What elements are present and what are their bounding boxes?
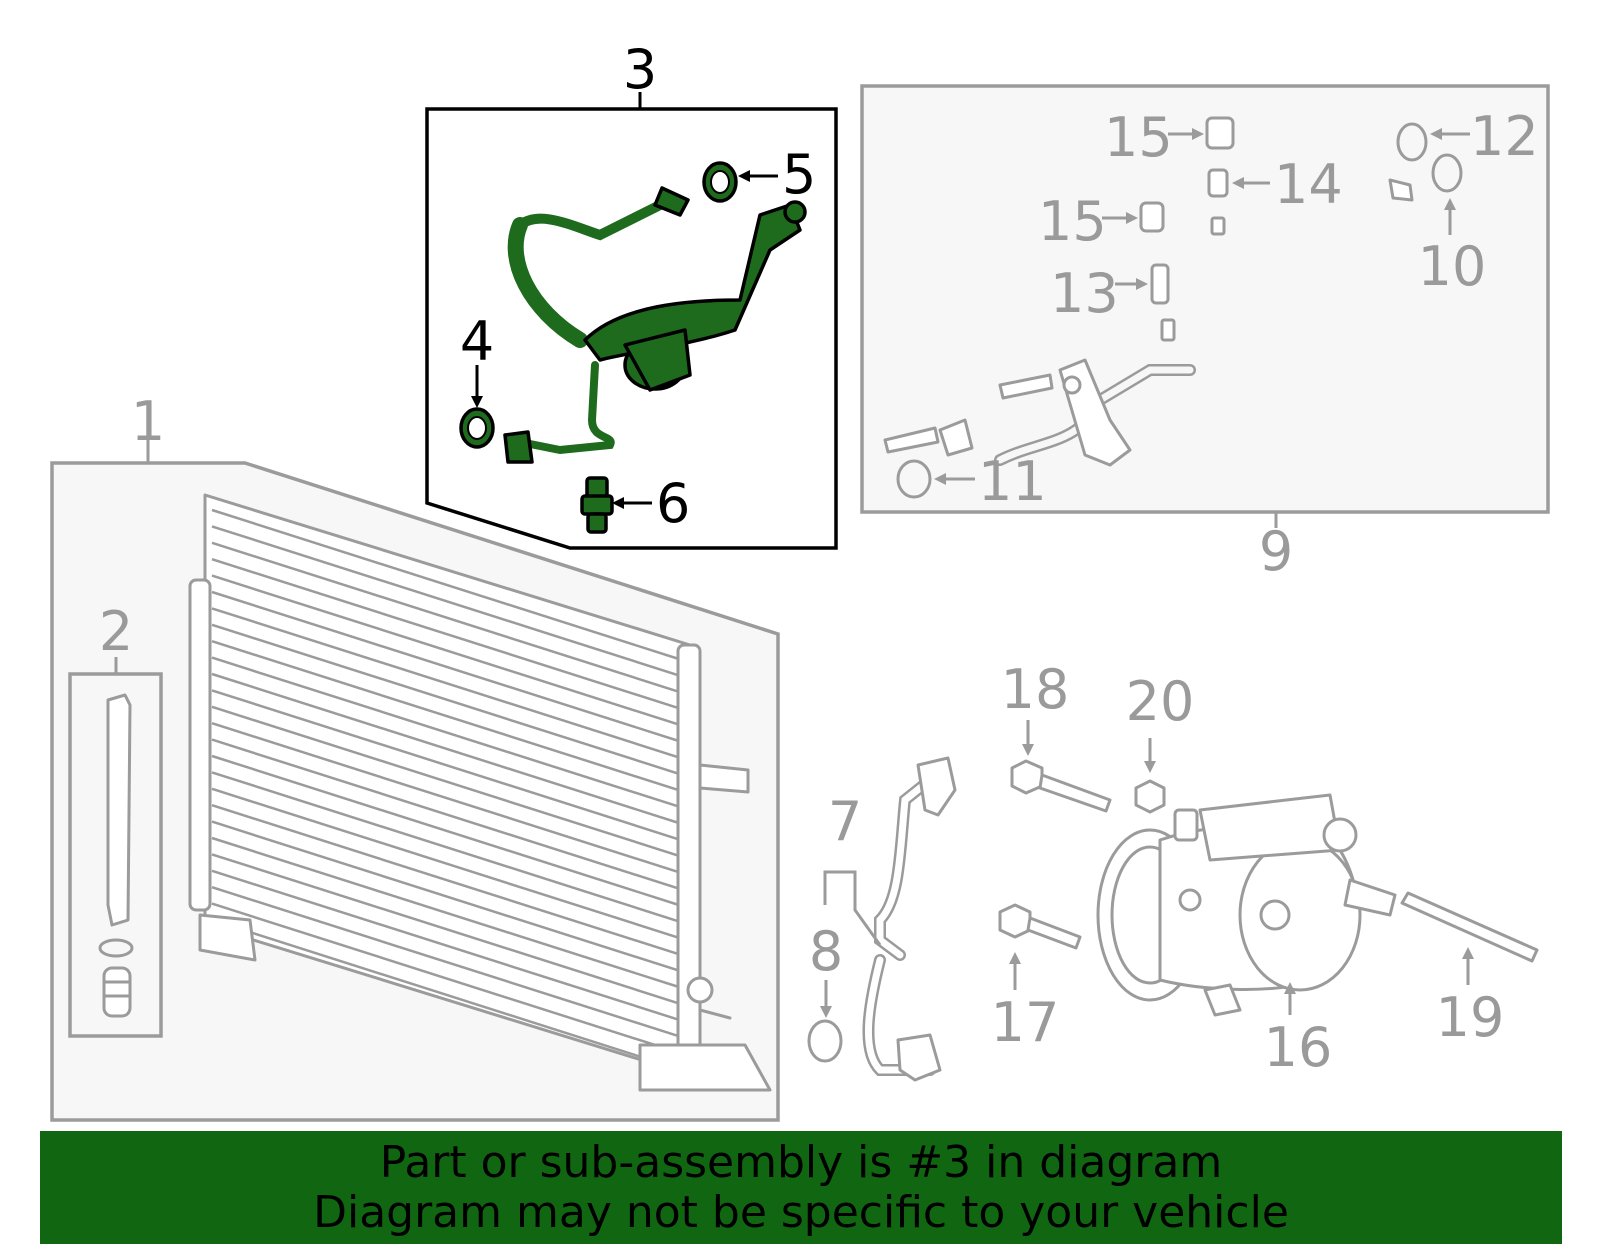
hose-assembly-group: 3 5 4: [425, 38, 838, 550]
callout-1[interactable]: 1: [131, 390, 165, 453]
callout-10[interactable]: 10: [1418, 235, 1487, 298]
cap-15b[interactable]: [1139, 201, 1165, 233]
condenser-fin: [211, 607, 683, 760]
compressor-group: 16 17 18 20 19: [991, 658, 1539, 1079]
condenser-fin: [211, 820, 683, 973]
callout-2[interactable]: 2: [99, 600, 133, 663]
condenser-fin: [211, 754, 683, 908]
condenser-fin: [211, 853, 683, 1006]
condenser-fin: [211, 722, 683, 875]
o-ring-12[interactable]: [1396, 122, 1428, 162]
callout-17[interactable]: 17: [991, 991, 1060, 1054]
callout-14[interactable]: 14: [1274, 153, 1343, 216]
callout-3[interactable]: 3: [623, 38, 657, 101]
bolt-18[interactable]: [1010, 759, 1112, 813]
condenser-fin: [211, 508, 683, 662]
condenser-fin: [211, 640, 683, 793]
o-ring-10[interactable]: [1431, 153, 1463, 193]
condenser-fin: [211, 771, 683, 924]
condenser-fin: [211, 886, 683, 1039]
condenser-fin: [211, 525, 683, 678]
condenser-group: 1 2: [50, 390, 780, 1122]
condenser-fin: [211, 787, 683, 940]
hose-assembly-highlighted[interactable]: [503, 186, 807, 464]
callout-4[interactable]: 4: [460, 310, 494, 373]
condenser-fin: [211, 558, 683, 711]
callout-15-top[interactable]: 15: [1104, 106, 1173, 169]
callout-20[interactable]: 20: [1126, 670, 1195, 733]
notice-line-1: Part or sub-assembly is #3 in diagram: [379, 1136, 1223, 1188]
callout-13[interactable]: 13: [1050, 262, 1119, 325]
callout-16[interactable]: 16: [1264, 1016, 1333, 1079]
condenser-fin: [211, 590, 683, 744]
discharge-line-group: 7 8: [807, 756, 957, 1082]
line-7-lower-block: [896, 1033, 942, 1082]
condenser-fin: [211, 902, 683, 1055]
cap-15a[interactable]: [1205, 116, 1235, 150]
condenser-fin: [211, 541, 683, 694]
condenser-fin: [211, 623, 683, 776]
condenser-fin: [211, 804, 683, 957]
compressor[interactable]: [1096, 793, 1397, 1017]
valve-14[interactable]: [1207, 168, 1229, 198]
bolt-17[interactable]: [998, 903, 1082, 950]
condenser-fin: [211, 869, 683, 1022]
notice-line-2: Diagram may not be specific to your vehi…: [313, 1186, 1289, 1238]
valve-6[interactable]: [580, 476, 614, 534]
callout-15-mid[interactable]: 15: [1038, 190, 1107, 253]
condenser-fin: [211, 705, 683, 858]
callout-8[interactable]: 8: [809, 920, 843, 983]
condenser-fin: [211, 738, 683, 891]
callout-7[interactable]: 7: [828, 790, 862, 853]
callout-11[interactable]: 11: [978, 450, 1047, 513]
callout-6[interactable]: 6: [656, 472, 690, 535]
notice-banner: Part or sub-assembly is #3 in diagram Di…: [40, 1131, 1562, 1244]
callout-5[interactable]: 5: [782, 143, 816, 206]
drier-element: [98, 693, 134, 1018]
condenser-fin: [211, 574, 683, 727]
nut-20[interactable]: [1134, 779, 1166, 814]
condenser-core: [188, 493, 772, 1092]
o-ring-11[interactable]: [896, 459, 932, 499]
valve-13[interactable]: [1150, 263, 1170, 305]
condenser-fin: [211, 836, 683, 990]
stud-19[interactable]: [1400, 891, 1539, 963]
line-kit-tubes: [883, 178, 1414, 467]
condenser-fin: [211, 672, 683, 826]
callout-18[interactable]: 18: [1001, 658, 1070, 721]
line-kit-group: 9 15 15 14: [860, 84, 1550, 583]
condenser-fin: [211, 656, 683, 809]
callout-19[interactable]: 19: [1436, 986, 1505, 1049]
callout-9[interactable]: 9: [1259, 520, 1293, 583]
line-7-upper-block: [916, 756, 957, 817]
condenser-fin: [211, 918, 683, 1072]
condenser-fin: [211, 689, 683, 842]
o-ring-8[interactable]: [807, 1019, 843, 1063]
callout-12[interactable]: 12: [1470, 105, 1539, 168]
